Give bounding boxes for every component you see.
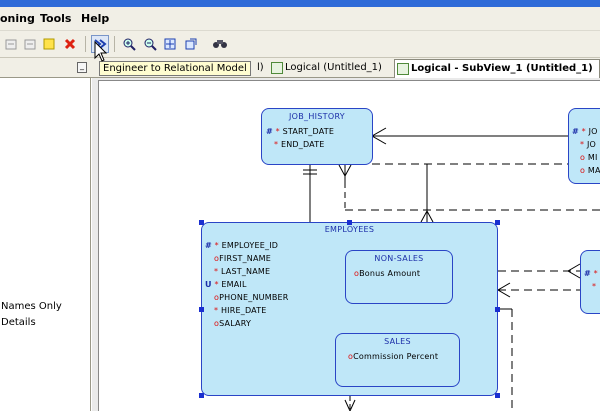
attribute-row: oSALARY [214,319,252,328]
entity-right-mid[interactable]: # * * [580,250,600,314]
selection-handle[interactable] [199,307,204,312]
mouse-cursor-icon [94,41,108,62]
tooltip: Engineer to Relational Model [99,61,251,76]
attribute-row: # * START_DATE [266,127,335,136]
toolbar [0,31,600,58]
selection-handle[interactable] [495,393,500,398]
delete-icon[interactable] [61,35,79,53]
attribute-row: * JO [580,140,597,149]
attribute-row: oBonus Amount [354,269,421,278]
attribute-row: * HIRE_DATE [214,306,267,315]
attribute-row: o MI [580,153,598,162]
tab-logical-label: Logical (Untitled_1) [285,62,382,73]
selection-handle[interactable] [199,393,204,398]
selection-handle[interactable] [347,220,352,225]
option-names-only[interactable]: Names Only [1,301,62,312]
selection-handle[interactable] [199,220,204,225]
tab-logical-subview-label: Logical - SubView_1 (Untitled_1) [411,63,593,74]
attribute-row: oPHONE_NUMBER [214,293,289,302]
fit-screen-icon[interactable] [161,35,179,53]
attribute-row: # * EMPLOYEE_ID [205,241,279,250]
attribute-row: o MA [580,166,600,175]
zoom-in-icon[interactable] [120,35,138,53]
entity-title: NON-SALES [374,254,424,263]
entity-employees[interactable]: EMPLOYEES # * EMPLOYEE_ID oFIRST_NAME * … [201,222,498,396]
new-item-icon[interactable] [2,35,20,53]
toolbar-separator [114,36,115,52]
menubar: oning Tools Help [0,7,600,31]
attribute-row: * END_DATE [274,140,325,149]
menu-item-tools[interactable]: Tools [40,12,72,25]
attribute-row: oCommission Percent [348,352,439,361]
selection-handle[interactable] [495,220,500,225]
entity-sales[interactable]: SALES oCommission Percent [335,333,460,387]
selection-handle[interactable] [495,307,500,312]
menu-item-versioning[interactable]: oning [0,12,35,25]
tab-partial[interactable]: l) [257,62,264,73]
left-panel: Names Only Details [0,78,91,411]
attribute-row: # * [584,269,598,278]
note-icon[interactable] [40,35,58,53]
toolbar-separator [85,36,86,52]
zoom-out-icon[interactable] [141,35,159,53]
tab-logical-subview[interactable]: Logical - SubView_1 (Untitled_1) [394,59,600,78]
attribute-row: * LAST_NAME [214,267,271,276]
entity-non-sales[interactable]: NON-SALES oBonus Amount [345,250,453,304]
window-titlebar [0,0,600,7]
attribute-row: oFIRST_NAME [214,254,272,263]
entity-right-top[interactable]: # * JO * JO o MI o MA [568,108,600,184]
entity-job-history[interactable]: JOB_HISTORY # * START_DATE * END_DATE [261,108,373,165]
entity-title: SALES [384,337,411,346]
find-icon[interactable] [211,35,229,53]
attribute-row: * [592,282,597,291]
diagram-tab-icon [397,63,409,75]
entity-title: JOB_HISTORY [288,112,345,121]
entity-title: EMPLOYEES [324,225,375,234]
attribute-row: U * EMAIL [205,280,247,289]
attribute-row: # * JO [572,127,598,136]
tab-logical[interactable]: Logical (Untitled_1) [269,59,382,78]
default-size-icon[interactable] [182,35,200,53]
delete-item-icon[interactable] [21,35,39,53]
relationship-lines [303,127,600,411]
menu-item-help[interactable]: Help [81,12,110,25]
option-details[interactable]: Details [1,317,36,328]
diagram-tab-icon [271,62,283,74]
diagram-canvas[interactable]: JOB_HISTORY # * START_DATE * END_DATE # … [92,78,600,411]
minimize-panel-button[interactable]: _ [77,62,87,73]
